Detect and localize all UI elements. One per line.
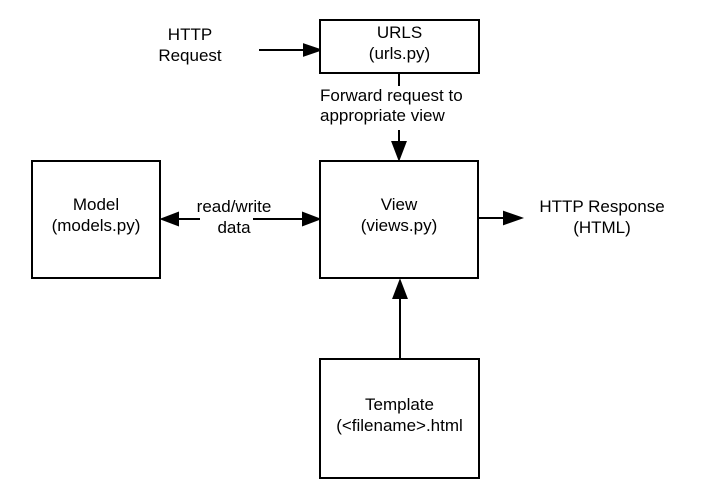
http-request-label-line2: Request	[158, 46, 222, 65]
http-response-label: HTTP Response (HTML)	[520, 196, 684, 238]
view-box-title: View	[380, 194, 418, 214]
urls-box: URLS (urls.py)	[319, 19, 480, 74]
template-to-view-arrow	[392, 278, 408, 358]
model-view-arrow	[159, 211, 322, 227]
read-write-label-line2: data	[217, 218, 251, 237]
model-box: Model (models.py)	[31, 160, 161, 279]
template-box-subtitle: (<filename>.html	[336, 415, 463, 435]
model-box-subtitle: (models.py)	[51, 215, 141, 235]
urls-box-subtitle: (urls.py)	[368, 43, 431, 63]
forward-request-label: Forward request to appropriate view	[320, 86, 463, 126]
view-box-subtitle: (views.py)	[360, 215, 438, 235]
read-write-label: read/write data	[184, 196, 284, 238]
template-box: Template (<filename>.html	[319, 358, 480, 479]
template-box-title: Template	[365, 394, 434, 414]
http-request-arrow	[259, 43, 324, 57]
view-box: View (views.py)	[319, 160, 479, 279]
http-request-label: HTTP Request	[140, 24, 240, 66]
http-request-label-line1: HTTP	[167, 25, 213, 44]
http-response-label-line2: (HTML)	[573, 218, 631, 237]
view-to-response-arrow	[479, 210, 525, 226]
urls-box-title: URLS	[376, 22, 423, 42]
read-write-label-line1: read/write	[196, 197, 272, 216]
model-box-title: Model	[72, 194, 120, 214]
forward-request-label-line1: Forward request to	[320, 86, 463, 105]
urls-to-view-arrow	[391, 74, 407, 162]
http-response-label-line1: HTTP Response	[539, 197, 665, 216]
forward-request-label-line2: appropriate view	[320, 106, 445, 125]
